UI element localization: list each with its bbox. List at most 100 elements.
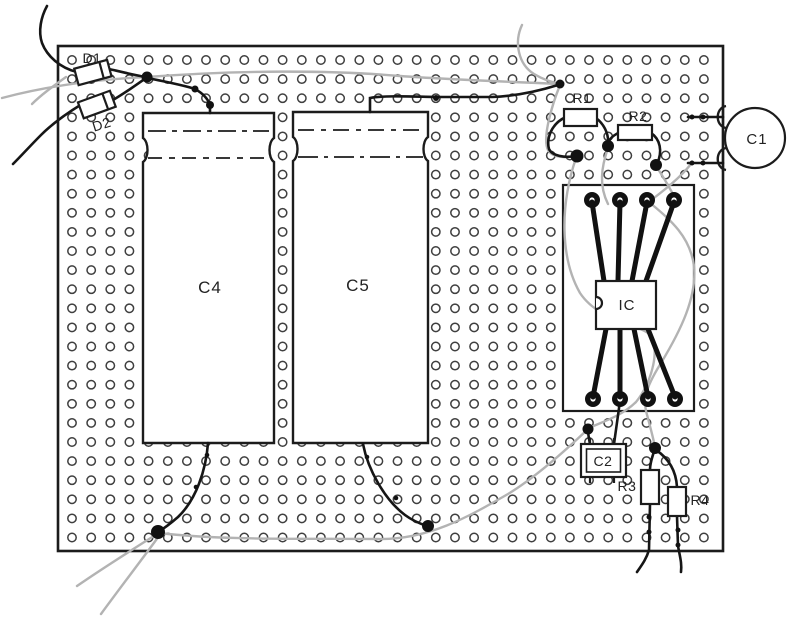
perfboard-hole xyxy=(545,532,556,543)
perfboard-hole xyxy=(105,322,116,333)
perfboard-hole xyxy=(469,532,480,543)
perfboard-hole xyxy=(162,494,173,505)
perfboard-hole xyxy=(660,475,671,486)
perfboard-hole xyxy=(545,265,556,276)
perfboard-hole xyxy=(277,322,288,333)
perfboard-hole xyxy=(277,169,288,180)
perfboard-hole xyxy=(507,55,518,65)
perfboard-hole xyxy=(488,284,499,295)
perfboard-hole xyxy=(67,303,77,314)
perfboard-hole xyxy=(296,55,307,65)
perfboard-hole xyxy=(622,93,633,104)
perfboard-hole xyxy=(105,284,116,295)
perfboard-hole xyxy=(86,398,97,409)
perfboard-hole xyxy=(545,207,556,218)
perfboard-hole xyxy=(430,226,441,237)
perfboard-hole xyxy=(450,379,460,390)
perfboard-hole xyxy=(124,532,135,543)
perfboard-hole xyxy=(86,475,97,486)
perfboard-hole xyxy=(507,112,518,123)
perfboard-hole xyxy=(430,112,441,123)
perfboard-hole xyxy=(277,379,288,390)
perfboard-hole xyxy=(220,456,231,467)
perfboard-hole xyxy=(201,494,211,505)
perfboard-hole xyxy=(277,494,288,505)
perfboard-hole xyxy=(86,494,97,505)
ic-pin xyxy=(643,199,677,284)
perfboard-hole xyxy=(450,284,460,295)
perfboard-hole xyxy=(469,437,480,447)
perfboard-hole xyxy=(258,475,269,486)
solder-joint xyxy=(689,160,695,166)
perfboard-hole xyxy=(526,322,537,333)
capacitor-c1-disc xyxy=(723,106,787,170)
perfboard-hole xyxy=(124,322,135,333)
perfboard-hole xyxy=(507,207,518,218)
perfboard-hole xyxy=(469,112,480,123)
perfboard-hole xyxy=(469,341,480,352)
perfboard-hole xyxy=(258,513,269,524)
capacitor-c1-clip-bottom xyxy=(716,146,727,172)
ic-pin xyxy=(589,199,607,284)
perfboard-hole xyxy=(277,131,288,142)
perfboard-hole xyxy=(181,55,192,65)
perfboard-hole xyxy=(545,246,556,256)
perfboard-hole xyxy=(698,226,709,237)
perfboard-hole xyxy=(86,131,97,142)
perfboard-hole xyxy=(124,341,135,352)
perfboard-hole xyxy=(584,131,594,142)
diode-d1-band xyxy=(98,61,105,79)
perfboard-hole xyxy=(584,494,594,505)
perfboard-hole xyxy=(526,188,537,199)
perfboard-hole xyxy=(335,494,346,505)
perfboard-hole xyxy=(124,379,135,390)
perfboard-hole xyxy=(105,169,116,180)
perfboard-hole xyxy=(622,112,633,123)
perfboard-hole xyxy=(488,322,499,333)
perfboard-hole xyxy=(67,74,77,85)
perfboard-hole xyxy=(67,265,77,276)
perfboard-hole xyxy=(450,341,460,352)
perfboard-hole xyxy=(67,150,77,161)
perfboard-hole xyxy=(488,131,499,142)
perfboard-hole xyxy=(201,74,211,85)
perfboard-hole xyxy=(450,112,460,123)
perfboard-hole xyxy=(469,207,480,218)
perfboard-hole xyxy=(584,55,594,65)
perfboard-hole xyxy=(354,532,365,543)
perfboard-hole xyxy=(67,246,77,256)
label-d1: D1 xyxy=(83,50,102,66)
perfboard-hole xyxy=(277,475,288,486)
perfboard-hole xyxy=(545,398,556,409)
perfboard-hole xyxy=(67,398,77,409)
perfboard-hole xyxy=(86,513,97,524)
perfboard-hole xyxy=(679,456,690,467)
perfboard-hole xyxy=(315,93,326,104)
perfboard-hole xyxy=(67,360,77,371)
perfboard-hole xyxy=(354,513,365,524)
perfboard-hole xyxy=(660,417,671,428)
perfboard-hole xyxy=(335,475,346,486)
perfboard-hole xyxy=(603,93,614,104)
r3-lead-bottom xyxy=(635,502,652,574)
perfboard-hole xyxy=(277,513,288,524)
solder-joint xyxy=(393,495,399,501)
perfboard-hole xyxy=(411,494,422,505)
perfboard-hole xyxy=(86,150,97,161)
perfboard-hole xyxy=(564,74,575,85)
perfboard-hole xyxy=(450,494,460,505)
perfboard-hole xyxy=(450,417,460,428)
perfboard-hole xyxy=(277,360,288,371)
ic-pins xyxy=(584,192,683,407)
perfboard-hole xyxy=(105,417,116,428)
perfboard-hole xyxy=(354,55,365,65)
perfboard-hole xyxy=(335,532,346,543)
ic-pin-wires xyxy=(589,199,678,400)
solder-joint xyxy=(364,454,370,460)
solder-joint xyxy=(582,423,594,435)
perfboard-hole xyxy=(603,532,614,543)
perfboard-hole xyxy=(277,341,288,352)
perfboard-hole xyxy=(488,532,499,543)
perfboard-hole xyxy=(201,55,211,65)
perfboard-hole xyxy=(450,532,460,543)
